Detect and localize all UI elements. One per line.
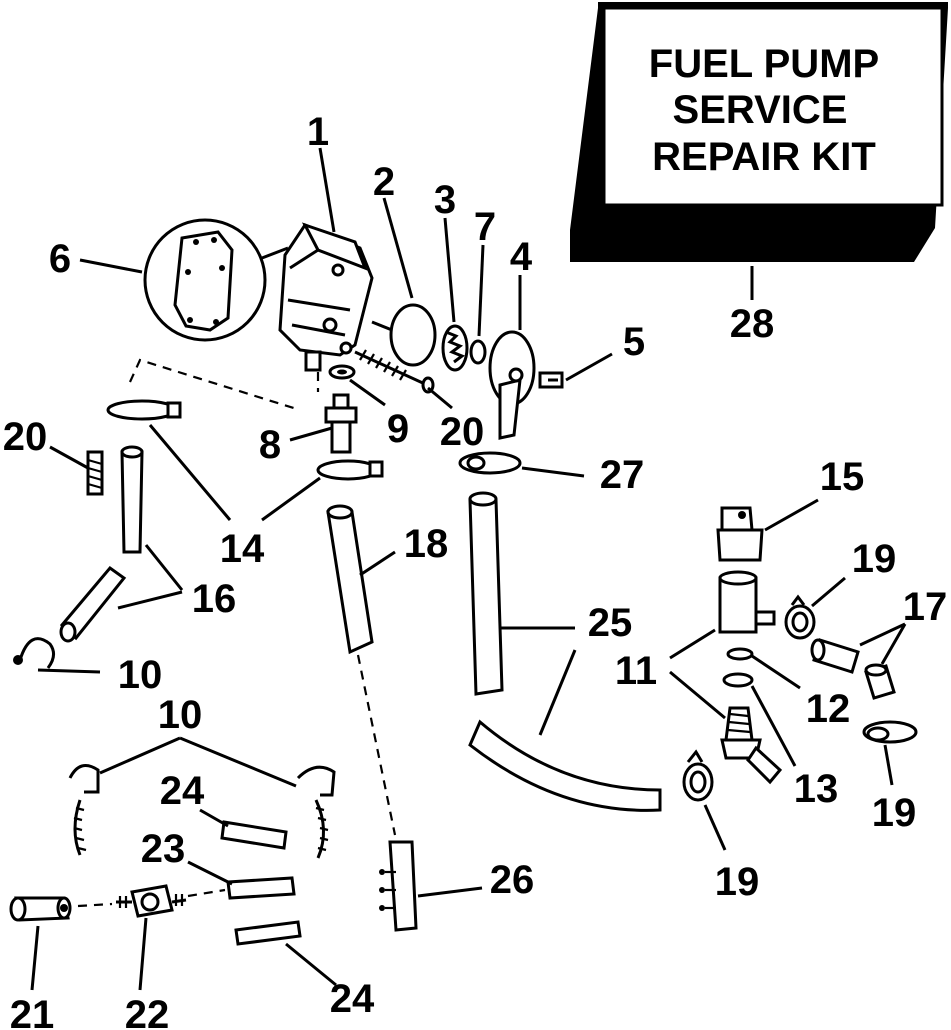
o-ring-12 [726,647,754,661]
callout-5: 5 [623,320,645,364]
callout-14: 20 [3,415,48,459]
hose-clamp-19-bottom [682,749,714,802]
check-valve [441,324,469,372]
hose-18 [326,504,374,655]
callout-19-a: 19 [852,537,897,581]
washer-9 [328,364,356,380]
connector-22 [116,884,187,918]
fitting-block-26 [379,840,418,932]
callout-8: 8 [259,423,281,467]
callout-22: 22 [125,993,170,1030]
callout-26: 26 [490,858,535,902]
callout-10-c: 10 [158,693,203,737]
fuel-filter-21 [9,896,72,922]
callout-3: 3 [434,178,456,222]
callout-11: 11 [615,649,657,693]
callout-15: 15 [820,455,865,499]
callout-21: 21 [10,993,55,1030]
callout-16: 16 [192,577,237,621]
hose-17 [810,638,896,700]
callout-2: 2 [373,160,395,204]
hose-24-lower [234,920,302,946]
filter-cap-15 [716,506,764,562]
callout-24-b: 24 [330,977,375,1021]
clamp-10-bottom-right [296,765,336,859]
callout-24-a: 24 [160,769,205,813]
filter-element-11 [720,706,783,785]
hose-23 [226,876,296,900]
pump-cover [488,330,536,440]
clamp-10-left [13,637,55,669]
callout-4: 4 [510,235,533,279]
hose-clamp-lower [316,459,384,481]
callout-6: 6 [49,237,71,281]
callout-1: 1 [307,110,329,154]
callout-23: 23 [141,827,186,871]
kit-title-line2: SERVICE [673,88,848,132]
fitting-8 [324,393,358,454]
o-ring-13 [722,672,754,688]
kit-title-line3: REPAIR KIT [652,135,876,179]
repair-kit-box: FUEL PUMP SERVICE REPAIR KIT [570,2,948,262]
screw-5 [538,371,564,389]
fuel-filter-11 [718,570,776,634]
callout-20: 20 [440,410,485,454]
callout-19-c: 19 [715,860,760,904]
callout-10-b: 10 [118,653,163,697]
callout-19-b: 19 [872,791,917,835]
spring-14 [86,450,104,496]
hose-24-upper [220,820,288,850]
hose-clamp-19-upper [784,594,816,640]
kit-title-line1: FUEL PUMP [649,42,879,86]
callout-7: 7 [474,205,496,249]
clamp-10-bottom-left [68,764,100,856]
hose-16 [59,445,144,643]
hose-25 [468,491,662,812]
callout-10-a: 14 [220,527,265,571]
callout-25: 25 [588,601,633,645]
hose-clamp-27 [458,451,522,475]
callout-13: 13 [794,767,839,811]
o-ring-7 [469,339,487,365]
gasket-detail [143,218,289,342]
callout-18: 18 [404,522,449,566]
hose-clamp-19-right [862,720,918,744]
callout-28: 28 [730,302,775,346]
diaphragm [371,303,437,367]
callout-27: 27 [600,453,645,497]
callout-9: 9 [387,407,409,451]
callout-17: 17 [903,585,948,629]
callout-12: 12 [806,687,851,731]
hose-clamp-upper [106,399,182,421]
fuel-pump-body [278,222,374,372]
